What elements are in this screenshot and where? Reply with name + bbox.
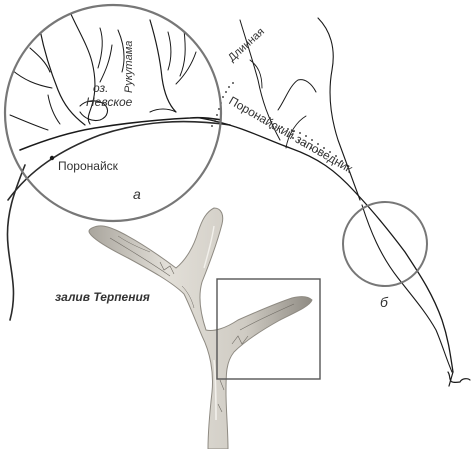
- reserve-boundary-dots: [211, 82, 349, 167]
- label-river-dlinnaya: Длинная: [226, 26, 267, 65]
- antler-inset-frame: [216, 278, 321, 380]
- inset-circle-a: [3, 3, 223, 223]
- label-river-rukutama: Рукутама: [123, 41, 135, 93]
- poronai-river: [199, 17, 471, 387]
- label-town: Поронайск: [58, 159, 119, 173]
- inset-a-rivers: [9, 11, 221, 151]
- inset-circle-b: [342, 201, 428, 287]
- label-inset-b: б: [380, 294, 389, 310]
- antler-artifact-image: [88, 207, 313, 449]
- label-bay: залив Терпения: [55, 290, 150, 304]
- label-inset-a: а: [133, 186, 141, 202]
- town-marker: [49, 155, 55, 161]
- coastline: [6, 120, 231, 321]
- label-lake-line1: оз.: [93, 81, 108, 95]
- label-lake-line2: Невское: [86, 95, 133, 109]
